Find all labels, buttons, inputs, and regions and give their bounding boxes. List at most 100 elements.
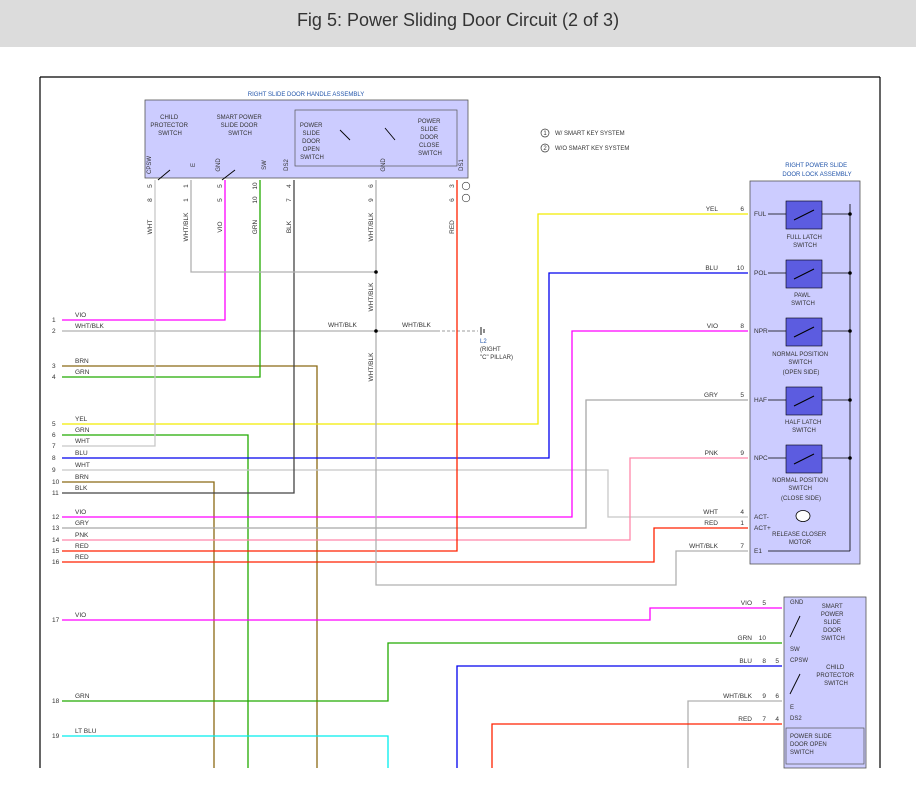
wire-number: 14	[52, 537, 60, 544]
wire-number: 15	[52, 548, 60, 555]
ground-id: L2	[480, 339, 487, 345]
wire-number: 16	[52, 559, 60, 566]
note-2-marker	[540, 143, 550, 153]
note-2-symbol: 2	[543, 146, 547, 152]
pin-number: 7	[762, 716, 766, 723]
switch-contact	[793, 395, 815, 407]
note-1-text: W/ SMART KEY SYSTEM	[555, 131, 625, 137]
wire-number: 5	[52, 421, 56, 428]
wire-color-label: GRN	[738, 635, 753, 642]
wire-number: 1	[52, 317, 56, 324]
wire-color-label: VIO	[75, 312, 86, 319]
door-child-switch-label: CHILD PROTECTOR SWITCH	[816, 665, 855, 687]
terminal-name: POL	[754, 270, 767, 277]
pin-number: 5	[217, 184, 224, 188]
wire-color-label: RED	[704, 520, 718, 527]
terminal-name: E	[790, 705, 794, 711]
open-switch-label: POWER SLIDE DOOR OPEN SWITCH	[300, 123, 324, 161]
pin-number: 1	[183, 184, 190, 188]
wire-color-label: VIO	[75, 509, 86, 516]
wire-color-label: GRN	[252, 219, 259, 234]
terminal-name: SW	[790, 647, 800, 653]
full-latch-label: FULL LATCH SWITCH	[786, 235, 823, 249]
pin-number: 8	[762, 658, 766, 665]
wire-color-label: VIO	[707, 323, 718, 330]
wire-number: 4	[52, 374, 56, 381]
splice-point	[374, 270, 378, 274]
pin-number: 5	[775, 658, 779, 665]
close-switch-label: POWER SLIDE DOOR CLOSE SWITCH	[418, 119, 442, 157]
note-marker	[461, 193, 471, 203]
wire-6	[62, 434, 249, 768]
pin-number: 1	[183, 198, 190, 202]
wire-number: 6	[52, 432, 56, 439]
wire-color-label: BLU	[75, 450, 88, 457]
wire-color-label: WHT/BLK	[368, 282, 375, 312]
wire-color-label: WHT	[147, 220, 154, 235]
switch-contact	[793, 326, 815, 338]
wire-number: 2	[52, 328, 56, 335]
wire-15	[62, 180, 458, 552]
pin-name: SW	[262, 160, 268, 170]
pin-number: 4	[286, 184, 293, 188]
wire-9	[62, 469, 748, 518]
switch-contact	[793, 268, 815, 280]
pin-name: DS2	[284, 159, 290, 171]
note-marker	[461, 181, 471, 191]
switch-contact	[339, 129, 351, 141]
pin-number: 4	[740, 509, 744, 516]
wire-ds2	[491, 723, 782, 768]
wire-number: 12	[52, 514, 60, 521]
wire-color-label: GRN	[75, 427, 90, 434]
wire-color-label: RED	[449, 220, 456, 234]
terminal-name: HAF	[754, 397, 767, 404]
wire-14	[62, 457, 748, 541]
half-latch-label: HALF LATCH SWITCH	[785, 420, 823, 434]
pin-number: 7	[740, 543, 744, 550]
wire-cpsw	[456, 665, 782, 768]
wire-number: 13	[52, 525, 60, 532]
pin-name: GND	[381, 158, 387, 172]
terminal-name: ACT+	[754, 525, 771, 532]
wire-color-label: BRN	[75, 474, 89, 481]
pin-number: 4	[775, 716, 779, 723]
terminal-name: FUL	[754, 211, 767, 218]
open-switch-inner	[294, 109, 458, 167]
wire-1	[62, 180, 226, 321]
wire-color-label: YEL	[706, 206, 719, 213]
wire-number: 18	[52, 698, 60, 705]
wire-7	[62, 180, 156, 447]
pin-number: 5	[740, 392, 744, 399]
pin-number: 1	[740, 520, 744, 527]
wire-color-label: VIO	[741, 600, 752, 607]
symbol-layer	[157, 127, 852, 695]
pin-name: DS1	[459, 159, 465, 171]
wire-13	[62, 399, 748, 529]
switch-contact	[789, 615, 801, 638]
wire-color-label: WHT/BLK	[328, 322, 358, 329]
wire-e	[687, 700, 782, 768]
note-1-symbol: 1	[543, 131, 547, 137]
smart-power-label: SMART POWER SLIDE DOOR SWITCH	[217, 115, 264, 137]
pin-number: 10	[759, 635, 767, 642]
pawl-label: PAWL SWITCH	[791, 293, 815, 307]
terminal-name: NPR	[754, 328, 768, 335]
wire-color-label: VIO	[217, 221, 224, 232]
wire-number: 9	[52, 467, 56, 474]
wire-layer	[62, 180, 782, 768]
wire-number: 7	[52, 443, 56, 450]
ground-location: (RIGHT "C" PILLAR)	[480, 347, 513, 361]
note-1-marker	[540, 128, 550, 138]
wire-color-label: WHT/BLK	[368, 212, 375, 242]
terminal-name: NPC	[754, 455, 768, 462]
pin-number: 9	[368, 198, 375, 202]
wire-16	[62, 527, 748, 563]
wire-19	[62, 735, 389, 768]
switch-contact	[157, 169, 171, 181]
pin-number: 10	[252, 182, 259, 190]
page-title: Fig 5: Power Sliding Door Circuit (2 of …	[296, 10, 620, 30]
wire-color-label: WHT/BLK	[75, 323, 105, 330]
switch-contact	[384, 127, 396, 141]
door-smart-switch-label: SMART POWER SLIDE DOOR SWITCH	[821, 604, 845, 642]
switch-icon	[785, 200, 823, 230]
